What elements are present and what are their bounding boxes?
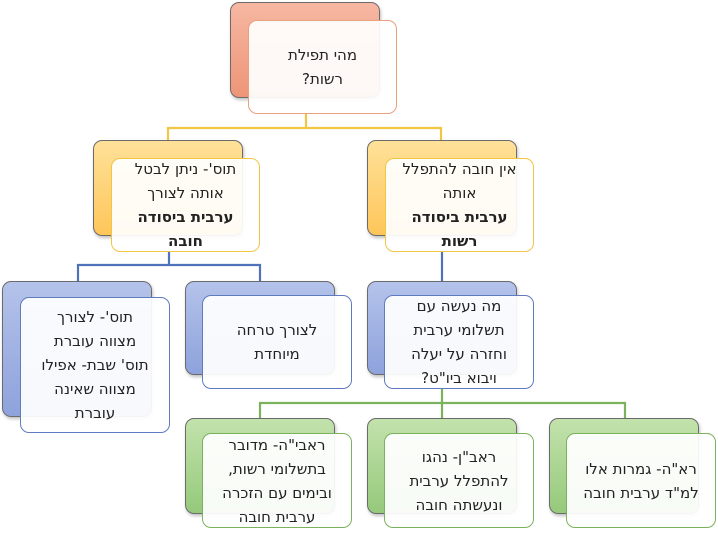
right-branch-node: תוס'- ניתן לבטל אותה לצורך ערבית ביסודה … xyxy=(93,140,261,252)
root-line-1: מהי תפילת xyxy=(287,46,358,64)
mitzvah-node: תוס'- לצורך מצווה עוברת תוס' שבת- אפילו … xyxy=(2,281,170,433)
effort-line-1: לצורך טרחה xyxy=(236,321,318,339)
question-line-1: מה נעשה עם xyxy=(416,297,502,315)
raavya-line-3: ובימים עם הזכרה xyxy=(222,483,332,502)
root-line-2: רשות? xyxy=(302,70,344,88)
raavan-line-2: להתפלל ערבית xyxy=(409,471,509,490)
root-node-text: מהי תפילת רשות? xyxy=(248,20,397,114)
root-to-branches-connector xyxy=(166,112,443,140)
rah-line-2: למ"ד ערבית חובה xyxy=(583,483,699,502)
answer-rah-node: רא"ה- גמרות אלו למ"ד ערבית חובה xyxy=(549,418,717,530)
effort-node-text: לצורך טרחה מיוחדת xyxy=(202,295,352,389)
right-branch-bold-1: ערבית ביסודה xyxy=(137,208,234,226)
mitzvah-line-2: מצווה עוברת xyxy=(53,332,137,350)
left-branch-bold-1: ערבית ביסודה xyxy=(411,208,508,226)
question-line-2: תשלומי ערבית xyxy=(413,321,505,339)
answer-raavan-node: ראב"ן- נהגו להתפלל ערבית ונעשתה חובה xyxy=(367,418,535,530)
question-node-text: מה נעשה עם תשלומי ערבית וחזרה על יעלה וי… xyxy=(384,295,534,389)
left-branch-line-1: אין חובה להתפלל xyxy=(402,160,517,178)
answer-raavya-text: ראבי"ה- מדובר בתשלומי רשות, ובימים עם הז… xyxy=(202,433,352,528)
right-branch-text: תוס'- ניתן לבטל אותה לצורך ערבית ביסודה … xyxy=(111,158,260,252)
left-branch-line-2: אותה xyxy=(442,184,477,202)
mitzvah-line-3: תוס' שבת- אפילו xyxy=(41,356,149,374)
right-branch-line-2: אותה לצורך xyxy=(147,184,224,202)
rah-line-1: רא"ה- גמרות אלו xyxy=(585,459,697,478)
mitzvah-line-4: מצווה שאינה xyxy=(54,380,136,398)
question-connectors xyxy=(258,389,627,418)
mitzvah-node-text: תוס'- לצורך מצווה עוברת תוס' שבת- אפילו … xyxy=(20,297,170,433)
question-to-answers-connector xyxy=(258,389,627,418)
root-connectors xyxy=(166,112,443,140)
right-branch-connectors xyxy=(76,251,262,281)
question-line-3: וחזרה על יעלה xyxy=(411,345,507,363)
question-line-4: ויבוא ביו"ט? xyxy=(421,369,497,387)
right-branch-bold-2: חובה xyxy=(168,232,203,250)
effort-node: לצורך טרחה מיוחדת xyxy=(185,281,353,391)
raavya-line-1: ראבי"ה- מדובר xyxy=(228,435,326,454)
question-node: מה נעשה עם תשלומי ערבית וחזרה על יעלה וי… xyxy=(367,281,535,391)
raavya-line-4: ערבית חובה xyxy=(238,507,316,526)
left-branch-bold-2: רשות xyxy=(441,232,478,250)
mitzvah-line-1: תוס'- לצורך xyxy=(56,308,134,326)
raavan-line-3: ונעשתה חובה xyxy=(415,495,503,514)
answer-raavan-text: ראב"ן- נהגו להתפלל ערבית ונעשתה חובה xyxy=(384,433,534,528)
root-node: מהי תפילת רשות? xyxy=(230,2,398,114)
mitzvah-line-5: עוברת xyxy=(74,404,116,422)
right-branch-to-children-connector xyxy=(76,251,262,281)
effort-line-2: מיוחדת xyxy=(254,345,300,363)
answer-rah-text: רא"ה- גמרות אלו למ"ד ערבית חובה xyxy=(566,433,716,528)
left-branch-text: אין חובה להתפלל אותה ערבית ביסודה רשות xyxy=(385,158,534,252)
left-branch-node: אין חובה להתפלל אותה ערבית ביסודה רשות xyxy=(367,140,535,252)
raavya-line-2: בתשלומי רשות, xyxy=(228,459,326,478)
raavan-line-1: ראב"ן- נהגו xyxy=(421,447,497,466)
right-branch-line-1: תוס'- ניתן לבטל xyxy=(134,160,237,178)
answer-raavya-node: ראבי"ה- מדובר בתשלומי רשות, ובימים עם הז… xyxy=(185,418,353,530)
